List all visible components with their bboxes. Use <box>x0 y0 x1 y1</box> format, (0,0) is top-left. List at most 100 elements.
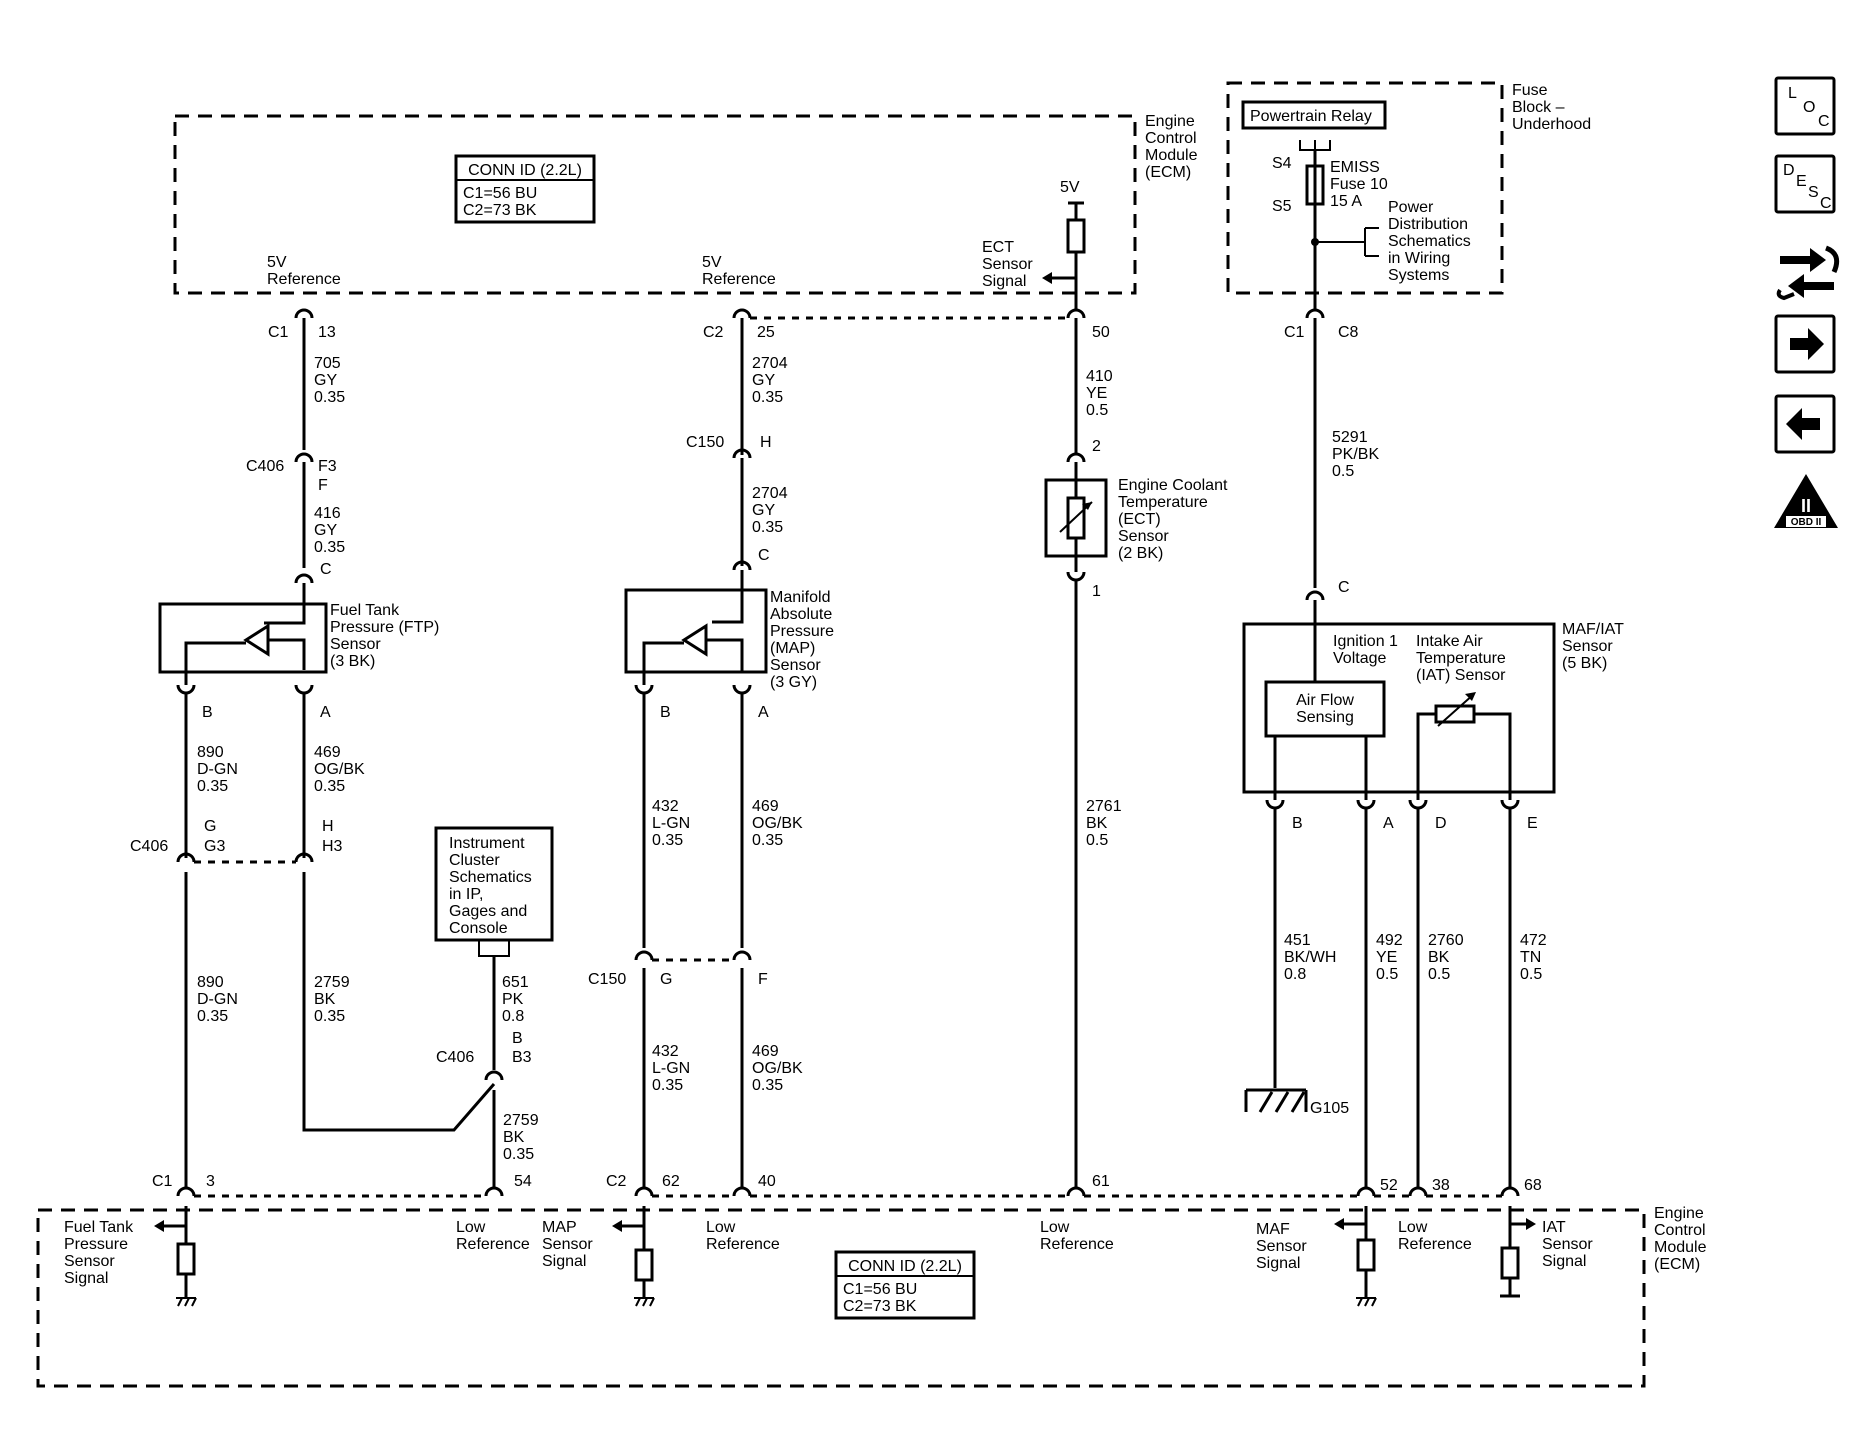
maf-pin-a: A <box>1383 815 1394 832</box>
bot-pin-52: 52 <box>1380 1177 1398 1194</box>
w469c-circuit: 469 <box>752 1043 779 1060</box>
conn-id-box-bottom: CONN ID (2.2L) C1=56 BU C2=73 BK <box>834 1250 976 1320</box>
w492-color: YE <box>1376 949 1397 966</box>
w472-color: TN <box>1520 949 1541 966</box>
iat-label-2: Temperature <box>1416 650 1506 667</box>
ftp-branch: 705 GY 0.35 C406 F3 F 416 GY 0.35 C Fuel… <box>130 355 496 1188</box>
loc-button[interactable]: L O C <box>1774 76 1836 136</box>
conn-id-box-top: CONN ID (2.2L) C1=56 BU C2=73 BK <box>454 154 596 224</box>
w2760-size: 0.5 <box>1428 966 1450 983</box>
map-label-6: (3 GY) <box>770 674 817 691</box>
left-arrow-icon <box>1786 408 1820 440</box>
bot-c1-pin: 3 <box>206 1173 215 1190</box>
maf-iat-label-1: MAF/IAT <box>1562 621 1624 638</box>
ect-pin-2: 2 <box>1092 438 1101 455</box>
fuse-label-3: 15 A <box>1330 193 1362 210</box>
w5291-size: 0.5 <box>1332 463 1354 480</box>
ftp-label-4: (3 BK) <box>330 653 375 670</box>
w469a-size: 0.35 <box>314 778 345 795</box>
instrument-label-5: Gages and <box>449 903 527 920</box>
c406-g-pin: G <box>204 818 216 835</box>
ftp-signal-circuit: Fuel Tank Pressure Sensor Signal <box>64 1206 197 1307</box>
ecm-bottom-module: Engine Control Module (ECM) CONN ID (2.2… <box>36 1205 1707 1388</box>
c150-h-pin: H <box>760 434 772 451</box>
w890a-size: 0.35 <box>197 778 228 795</box>
ect-label-5: (2 BK) <box>1118 545 1163 562</box>
right-arrow-icon <box>1790 328 1824 360</box>
ignition-label-2: Voltage <box>1333 650 1386 667</box>
w2760-circuit: 2760 <box>1428 932 1464 949</box>
w469b-color: OG/BK <box>752 815 803 832</box>
bot-c1-label: C1 <box>152 1173 173 1190</box>
ect-label-3: (ECT) <box>1118 511 1161 528</box>
w492-size: 0.5 <box>1376 966 1398 983</box>
ftp-pin-a: A <box>320 704 331 721</box>
obd-ii-button[interactable]: II OBD II <box>1774 474 1838 528</box>
ect-label-1: Engine Coolant <box>1118 477 1228 494</box>
c406-f3-label: F3 <box>318 458 337 475</box>
w469c-color: OG/BK <box>752 1060 803 1077</box>
w651-size: 0.8 <box>502 1008 524 1025</box>
ect-pullup <box>1042 201 1086 310</box>
map-label-2: Absolute <box>770 606 832 623</box>
c406-h-pin: H <box>322 818 334 835</box>
c406-h3-pin: H3 <box>322 838 343 855</box>
c406-b-pin: B <box>512 1030 523 1047</box>
iat-signal-circuit: IAT Sensor Signal <box>1500 1206 1593 1298</box>
prev-arrow-button[interactable] <box>1774 394 1836 454</box>
bot-pin-40: 40 <box>758 1173 776 1190</box>
desc-letter-s: S <box>1808 184 1819 201</box>
air-flow-label-2: Sensing <box>1296 709 1354 726</box>
bot-c2-pin: 62 <box>662 1173 680 1190</box>
s5-label: S5 <box>1272 198 1292 215</box>
maf-signal-label-2: Sensor <box>1256 1238 1307 1255</box>
w2760-color: BK <box>1428 949 1450 966</box>
desc-letter-d: D <box>1783 162 1795 179</box>
w890b-circuit: 890 <box>197 974 224 991</box>
c1-13-label-b: 13 <box>318 324 336 341</box>
w651-circuit: 651 <box>502 974 529 991</box>
w451-color: BK/WH <box>1284 949 1336 966</box>
ecm-top-label-1: Engine <box>1145 113 1195 130</box>
w2704b-color: GY <box>752 502 775 519</box>
ftp-label-3: Sensor <box>330 636 381 653</box>
iat-label-3: (IAT) Sensor <box>1416 667 1506 684</box>
c406-b3-pin: B3 <box>512 1049 532 1066</box>
obd-roman-ii: II <box>1801 496 1811 516</box>
ect-pin-1: 1 <box>1092 583 1101 600</box>
low-ref2-label-1: Low <box>706 1219 736 1236</box>
ect-label-2: Temperature <box>1118 494 1208 511</box>
instrument-label-4: in IP, <box>449 886 483 903</box>
map-branch: 2704 GY 0.35 C150 H 2704 GY 0.35 C Manif… <box>588 355 834 1188</box>
w410-color: YE <box>1086 385 1107 402</box>
obd-ii-label: OBD II <box>1791 517 1822 528</box>
maf-signal-label-3: Signal <box>1256 1255 1300 1272</box>
w705-circuit: 705 <box>314 355 341 372</box>
desc-letter-e: E <box>1796 173 1807 190</box>
w705-size: 0.35 <box>314 389 345 406</box>
w451-size: 0.8 <box>1284 966 1306 983</box>
next-arrow-button[interactable] <box>1774 314 1836 374</box>
power-dist-label-5: Systems <box>1388 267 1449 284</box>
iat-signal-label-1: IAT <box>1542 1219 1566 1236</box>
fuse-block-label-2: Block – <box>1512 99 1565 116</box>
conn-id-line1-bottom: C1=56 BU <box>843 1281 917 1298</box>
loc-letter-o: O <box>1803 99 1815 116</box>
w5291-circuit: 5291 <box>1332 429 1368 446</box>
g105-label: G105 <box>1310 1100 1349 1117</box>
desc-button[interactable]: D E S C <box>1774 154 1836 214</box>
maf-iat-branch: 5291 PK/BK 0.5 C Air Flow Sensing Igniti… <box>1242 429 1624 1188</box>
power-dist-label-4: in Wiring <box>1388 250 1450 267</box>
map-pin-b: B <box>660 704 671 721</box>
ftp-signal-label-2: Pressure <box>64 1236 128 1253</box>
map-signal-label-2: Sensor <box>542 1236 593 1253</box>
five-v-label: 5V <box>1060 179 1080 196</box>
iat-signal-label-2: Sensor <box>1542 1236 1593 1253</box>
connector-tool-icon[interactable] <box>1776 245 1840 301</box>
w2761-size: 0.5 <box>1086 832 1108 849</box>
w472-size: 0.5 <box>1520 966 1542 983</box>
conn-id-line2-top: C2=73 BK <box>463 202 537 219</box>
w2704a-size: 0.35 <box>752 389 783 406</box>
ecm-bottom-label-1: Engine <box>1654 1205 1704 1222</box>
c406-b-label: C406 <box>436 1049 474 1066</box>
